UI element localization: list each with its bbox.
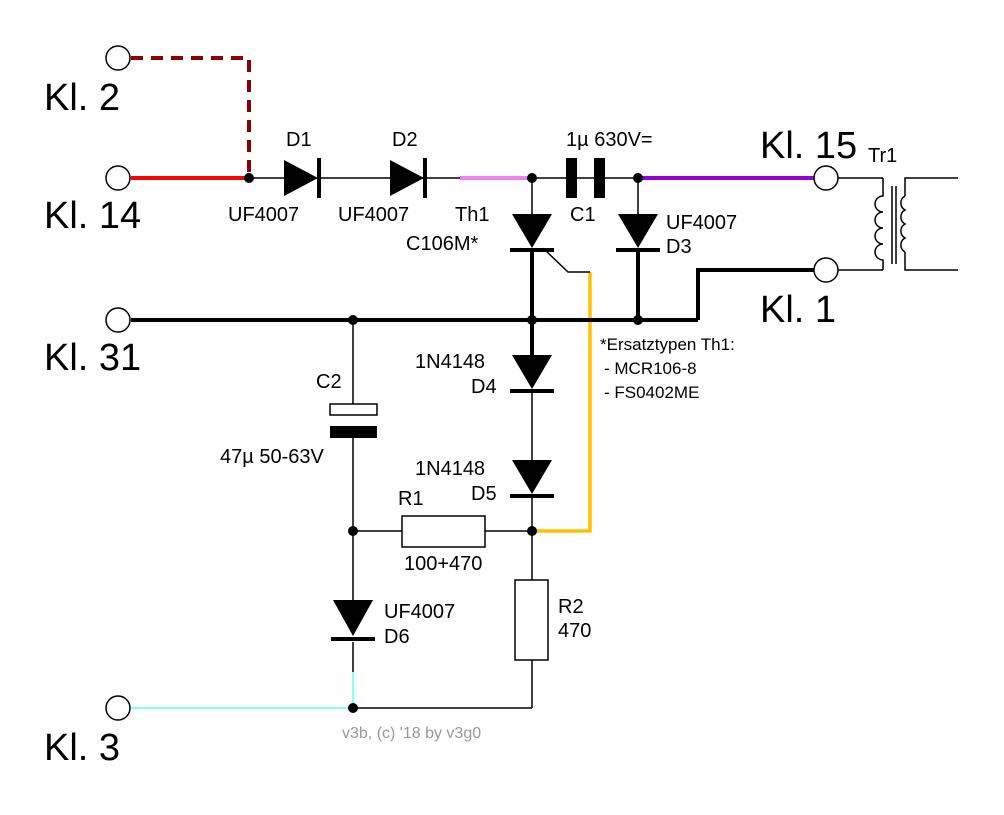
junction-dot (527, 526, 537, 536)
label-kl31: Kl. 31 (44, 337, 141, 379)
label-kl3: Kl. 3 (44, 727, 120, 769)
junction-dot (633, 315, 643, 325)
junction-dot (244, 173, 254, 183)
resistor-r2 (514, 579, 549, 661)
label-th1-name: Th1 (455, 204, 489, 226)
junction-dot (527, 173, 537, 183)
junction-dot (348, 526, 358, 536)
terminal-kl3 (105, 695, 131, 721)
label-kl2: Kl. 2 (44, 77, 120, 119)
diode-d4 (510, 355, 554, 393)
label-r1-name: R1 (398, 488, 424, 510)
note-item: - FS0402ME (604, 383, 699, 402)
label-d6-type: UF4007 (384, 601, 455, 623)
gate-wire (532, 272, 592, 533)
transformer-tr1 (874, 178, 907, 270)
label-c2-name: C2 (316, 371, 342, 393)
kl2-dashed-link (131, 56, 251, 178)
note-title: *Ersatztypen Th1: (600, 335, 735, 354)
label-kl15: Kl. 15 (760, 125, 857, 167)
label-d2-name: D2 (392, 129, 418, 151)
label-d6-name: D6 (384, 626, 410, 648)
kl1-wire (696, 268, 815, 320)
label-kl14: Kl. 14 (44, 195, 141, 237)
capacitor-c1 (566, 158, 605, 198)
label-c1-name: C1 (570, 204, 596, 226)
label-d4-name: D4 (471, 376, 497, 398)
terminal-kl2 (105, 45, 131, 71)
junction-dot (348, 315, 358, 325)
label-d1-name: D1 (286, 129, 312, 151)
label-c1-value: 1µ 630V= (566, 129, 653, 151)
wire-secondary-top (904, 177, 958, 196)
label-r2-name: R2 (558, 596, 584, 618)
label-c2-value: 47µ 50-63V (220, 446, 324, 468)
terminal-kl31 (105, 307, 131, 333)
diode-d2 (390, 158, 427, 198)
junction-dot (633, 173, 643, 183)
label-d2-type: UF4007 (338, 204, 409, 226)
wire-secondary-bottom (904, 252, 958, 271)
thyristor-th1 (510, 214, 590, 273)
junction-dot (527, 315, 537, 325)
note-item: - MCR106-8 (604, 359, 697, 378)
label-d3-name: D3 (666, 236, 692, 258)
label-d1-type: UF4007 (228, 204, 299, 226)
label-d5-name: D5 (471, 483, 497, 505)
diode-d5 (510, 460, 554, 498)
capacitor-c2 (329, 403, 378, 438)
label-tr1-name: Tr1 (868, 145, 897, 167)
copyright-text: v3b, (c) '18 by v3g0 (342, 725, 481, 742)
label-d4-type: 1N4148 (415, 351, 485, 373)
terminal-kl14 (105, 165, 131, 191)
terminal-kl1 (813, 257, 839, 283)
diode-d3 (616, 214, 660, 252)
diode-d1 (284, 158, 321, 198)
label-th1-type: C106M* (406, 233, 478, 255)
diode-d6 (331, 600, 375, 641)
resistor-r1 (401, 515, 486, 548)
label-d5-type: 1N4148 (415, 458, 485, 480)
junction-dot (348, 703, 358, 713)
label-r2-value: 470 (558, 620, 591, 642)
terminal-kl15 (813, 165, 839, 191)
label-kl1: Kl. 1 (760, 289, 836, 331)
label-r1-value: 100+470 (404, 553, 482, 575)
label-d3-type: UF4007 (666, 212, 737, 234)
